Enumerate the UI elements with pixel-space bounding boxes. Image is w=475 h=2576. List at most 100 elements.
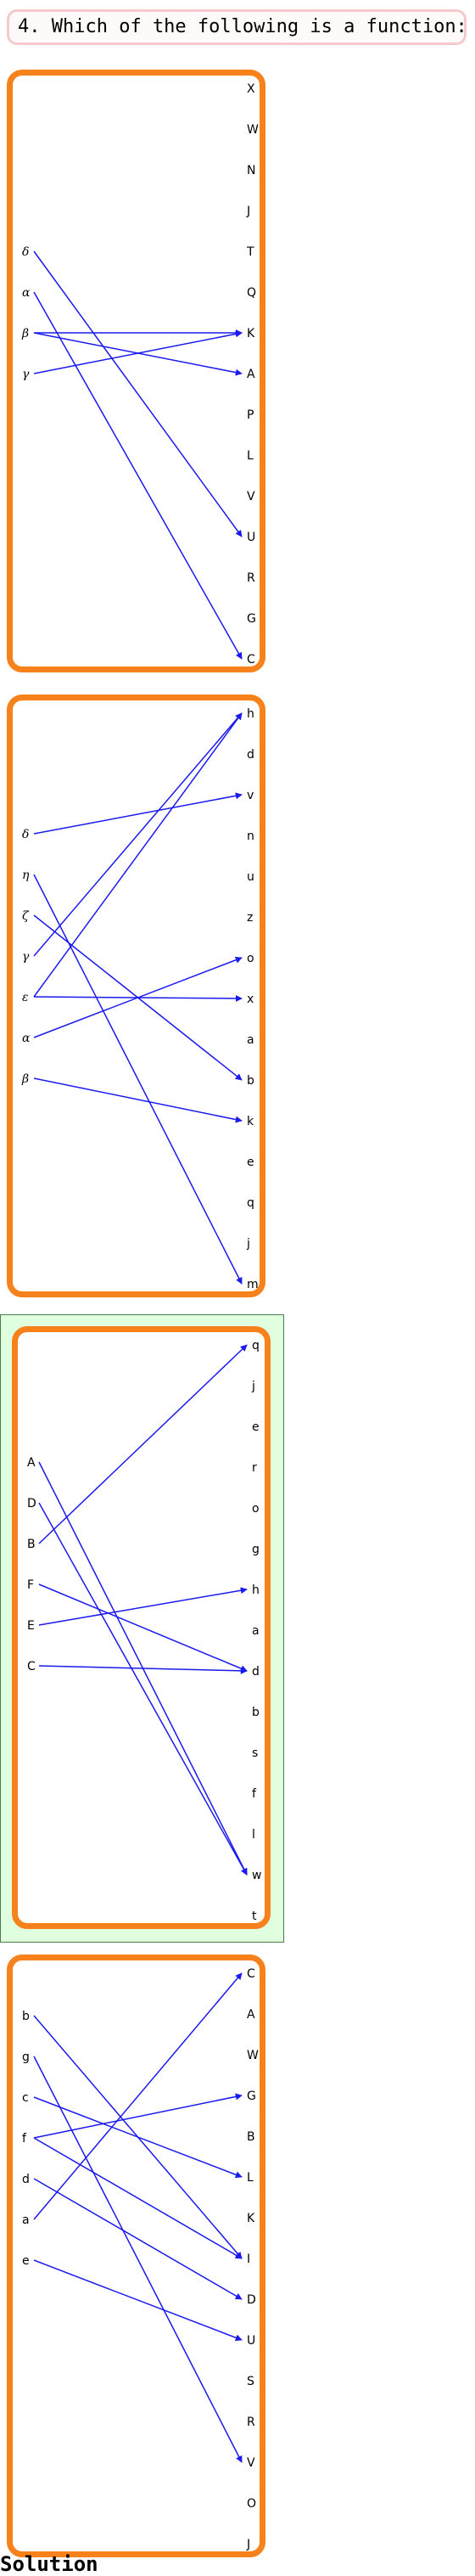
mapping-arrow [33, 2259, 243, 2342]
domain-label: β [21, 1072, 29, 1086]
codomain-label: G [247, 2089, 256, 2103]
domain-label: g [22, 2050, 30, 2064]
codomain-label: C [247, 1967, 255, 1981]
mapping-arrow [33, 2096, 243, 2179]
domain-label: E [27, 1619, 35, 1633]
codomain-label: r [252, 1461, 257, 1475]
question-text: 4. Which of the following is a function: [7, 9, 467, 45]
domain-label: γ [22, 368, 30, 381]
domain-label: C [27, 1660, 36, 1673]
codomain-label: L [247, 449, 254, 463]
codomain-label: l [252, 1828, 255, 1842]
domain-label: d [22, 2173, 30, 2186]
codomain-label: u [247, 870, 254, 884]
domain-label: b [22, 2010, 30, 2023]
mapping-arrow [33, 956, 243, 1038]
codomain-label: d [247, 748, 254, 762]
codomain-label: z [247, 911, 253, 925]
mapping-arrow [33, 792, 243, 835]
codomain-label: O [247, 2497, 256, 2511]
codomain-label: t [252, 1910, 257, 1923]
codomain-label: h [252, 1583, 260, 1597]
codomain-label: G [247, 612, 256, 626]
codomain-label: d [252, 1665, 260, 1679]
option-2-card[interactable] [7, 695, 265, 1297]
mapping-arrow [33, 712, 243, 957]
mapping-arrow [33, 712, 243, 998]
codomain-label: j [246, 1237, 250, 1251]
domain-label: γ [22, 950, 30, 964]
codomain-label: W [247, 2049, 259, 2062]
codomain-label: U [247, 2334, 255, 2348]
mapping-arrow [38, 1344, 248, 1544]
domain-label: δ [22, 828, 29, 841]
mapping-arrow [38, 1665, 248, 1674]
codomain-label: J [246, 205, 250, 218]
codomain-label: P [247, 408, 254, 422]
domain-label: e [22, 2254, 30, 2268]
domain-label: ζ [22, 909, 30, 923]
domain-label: α [22, 286, 31, 300]
codomain-label: V [247, 490, 255, 503]
mapping-arrow [33, 874, 243, 1285]
codomain-label: x [247, 993, 254, 1006]
codomain-label: j [251, 1380, 255, 1393]
codomain-label: b [252, 1706, 260, 1719]
domain-label: δ [22, 245, 29, 259]
domain-label: c [22, 2091, 29, 2105]
codomain-label: q [247, 1196, 254, 1210]
codomain-label: h [247, 707, 254, 721]
domain-label: D [27, 1497, 36, 1510]
codomain-label: C [247, 653, 255, 666]
codomain-label: o [247, 952, 254, 965]
codomain-label: a [252, 1624, 260, 1638]
codomain-label: s [252, 1746, 258, 1760]
codomain-label: W [247, 123, 259, 137]
option-3-card[interactable] [12, 1326, 271, 1929]
domain-label: B [27, 1538, 36, 1551]
solution-heading: Solution [0, 2552, 98, 2576]
codomain-label: D [247, 2293, 256, 2307]
mapping-arrow [33, 2178, 243, 2300]
domain-label: f [22, 2132, 27, 2146]
codomain-label: e [247, 1156, 254, 1169]
mapping-arrow [33, 1972, 243, 2220]
codomain-label: m [247, 1278, 259, 1291]
domain-label: α [22, 1032, 31, 1045]
codomain-label: o [252, 1502, 260, 1516]
codomain-label: V [247, 2456, 255, 2470]
codomain-label: v [247, 789, 254, 802]
mapping-arrow [38, 1502, 248, 1876]
codomain-label: R [247, 571, 255, 585]
codomain-label: Q [247, 286, 256, 300]
codomain-label: N [247, 164, 255, 177]
mapping-arrow [33, 330, 243, 374]
codomain-label: B [247, 2130, 255, 2144]
domain-label: A [27, 1456, 36, 1470]
codomain-label: b [247, 1074, 254, 1088]
codomain-label: f [252, 1787, 257, 1801]
mapping-arrow [33, 2093, 243, 2139]
mapping-arrow [33, 2137, 243, 2259]
mapping-arrow [33, 2056, 243, 2463]
codomain-label: K [247, 327, 255, 340]
codomain-label: X [247, 82, 255, 96]
domain-label: a [22, 2213, 30, 2227]
codomain-label: k [247, 1115, 254, 1128]
mapping-arrow [33, 1077, 243, 1123]
mapping-arrow [38, 1583, 248, 1672]
codomain-label: w [252, 1869, 261, 1882]
codomain-label: K [247, 2212, 255, 2225]
codomain-label: R [247, 2416, 255, 2429]
codomain-label: A [247, 368, 255, 381]
codomain-label: J [246, 2538, 250, 2551]
codomain-label: L [247, 2171, 254, 2185]
codomain-label: a [247, 1033, 254, 1047]
codomain-label: g [252, 1543, 260, 1556]
codomain-label: I [247, 2253, 250, 2266]
codomain-label: T [246, 245, 254, 259]
